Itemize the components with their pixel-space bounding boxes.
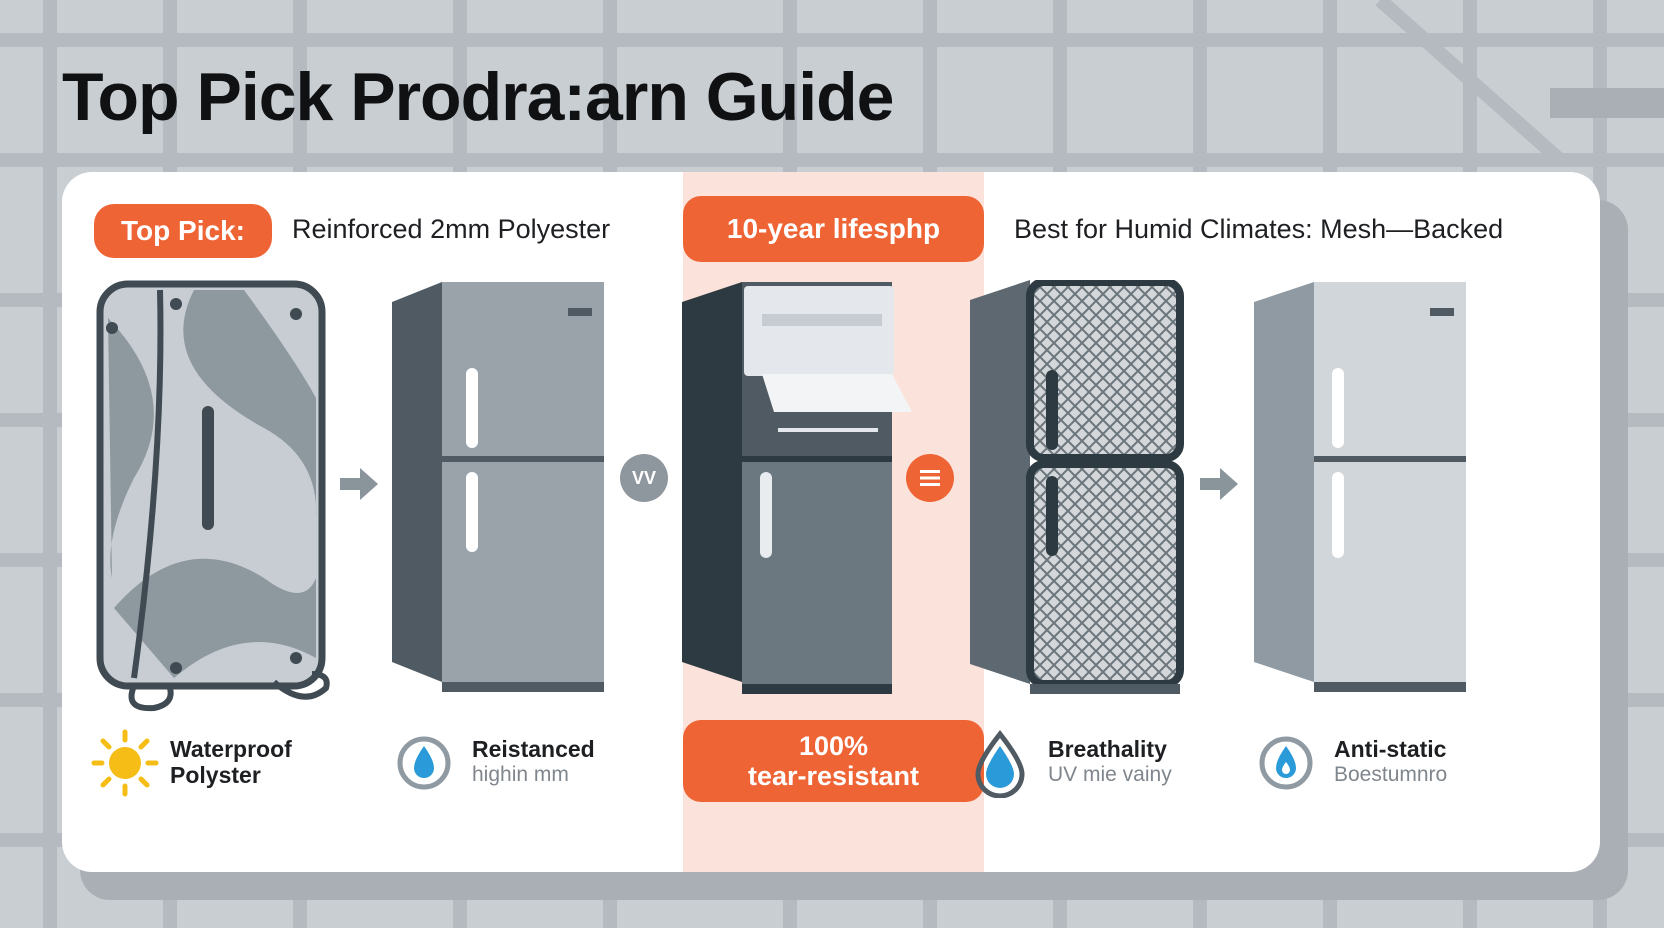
lifespan-badge: 10-year lifesphp [683, 196, 984, 262]
top-pick-label: Reinforced 2mm Polyester [292, 214, 611, 244]
feature-title: Breathality [1048, 736, 1167, 762]
arrow-right-icon [340, 468, 378, 500]
water-drop-icon [397, 736, 451, 790]
feature-subtitle: Polyster [170, 762, 261, 788]
callout-label: tear-resistant [747, 761, 920, 791]
premium-fridge-illustration [682, 282, 912, 694]
mesh-fridge-illustration [970, 280, 1184, 694]
vs-badge: VV [620, 454, 668, 502]
water-drop-icon [975, 729, 1025, 798]
feature-subtitle: Boestumnro [1334, 763, 1448, 786]
arrow-right-icon [1200, 468, 1238, 500]
humid-climates-label: Best for Humid Climates: Mesh—Backed [1014, 214, 1504, 244]
callout-percent: 100% [798, 731, 869, 761]
comparison-card: Top Pick: Reinforced 2mm Polyester 10-ye… [62, 172, 1600, 872]
feature-subtitle: highin mm [472, 763, 569, 786]
standard-fridge-illustration [392, 282, 604, 692]
light-fridge-illustration [1254, 282, 1466, 692]
water-drop-icon [1259, 736, 1313, 790]
page-title: Top Pick Prodra:arn Guide [62, 59, 894, 135]
feature-title: Waterproof [170, 736, 292, 762]
covered-fridge-illustration [96, 280, 330, 712]
tear-resistant-callout: 100% tear-resistant [683, 720, 984, 802]
feature-title: Reistanced [472, 736, 595, 762]
sun-icon [91, 729, 159, 797]
menu-icon [906, 454, 954, 502]
top-pick-badge: Top Pick: [94, 204, 272, 258]
header-row: Top Pick: Reinforced 2mm Polyester 10-ye… [62, 196, 1600, 262]
feature-title: Anti-static [1334, 736, 1447, 762]
feature-subtitle: UV mie vainy [1048, 763, 1172, 786]
